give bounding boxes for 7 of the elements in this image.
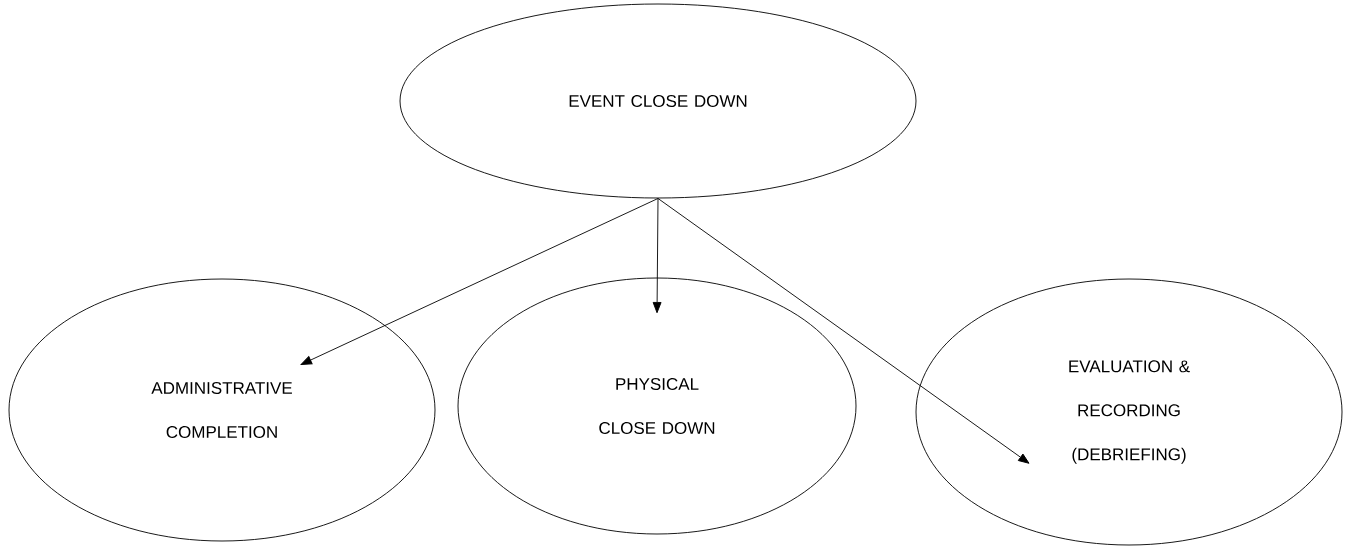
arrow xyxy=(652,198,662,314)
ellipse-node: PHYSICAL CLOSE DOWN xyxy=(457,277,857,535)
arrow xyxy=(657,198,1030,464)
ellipse-node: ADMINISTRATIVE COMPLETION xyxy=(8,278,436,542)
ellipse-node: EVENT CLOSE DOWN xyxy=(399,3,917,199)
ellipse-node: EVALUATION & RECORDING (DEBRIEFING) xyxy=(915,278,1343,546)
arrow xyxy=(300,198,659,365)
